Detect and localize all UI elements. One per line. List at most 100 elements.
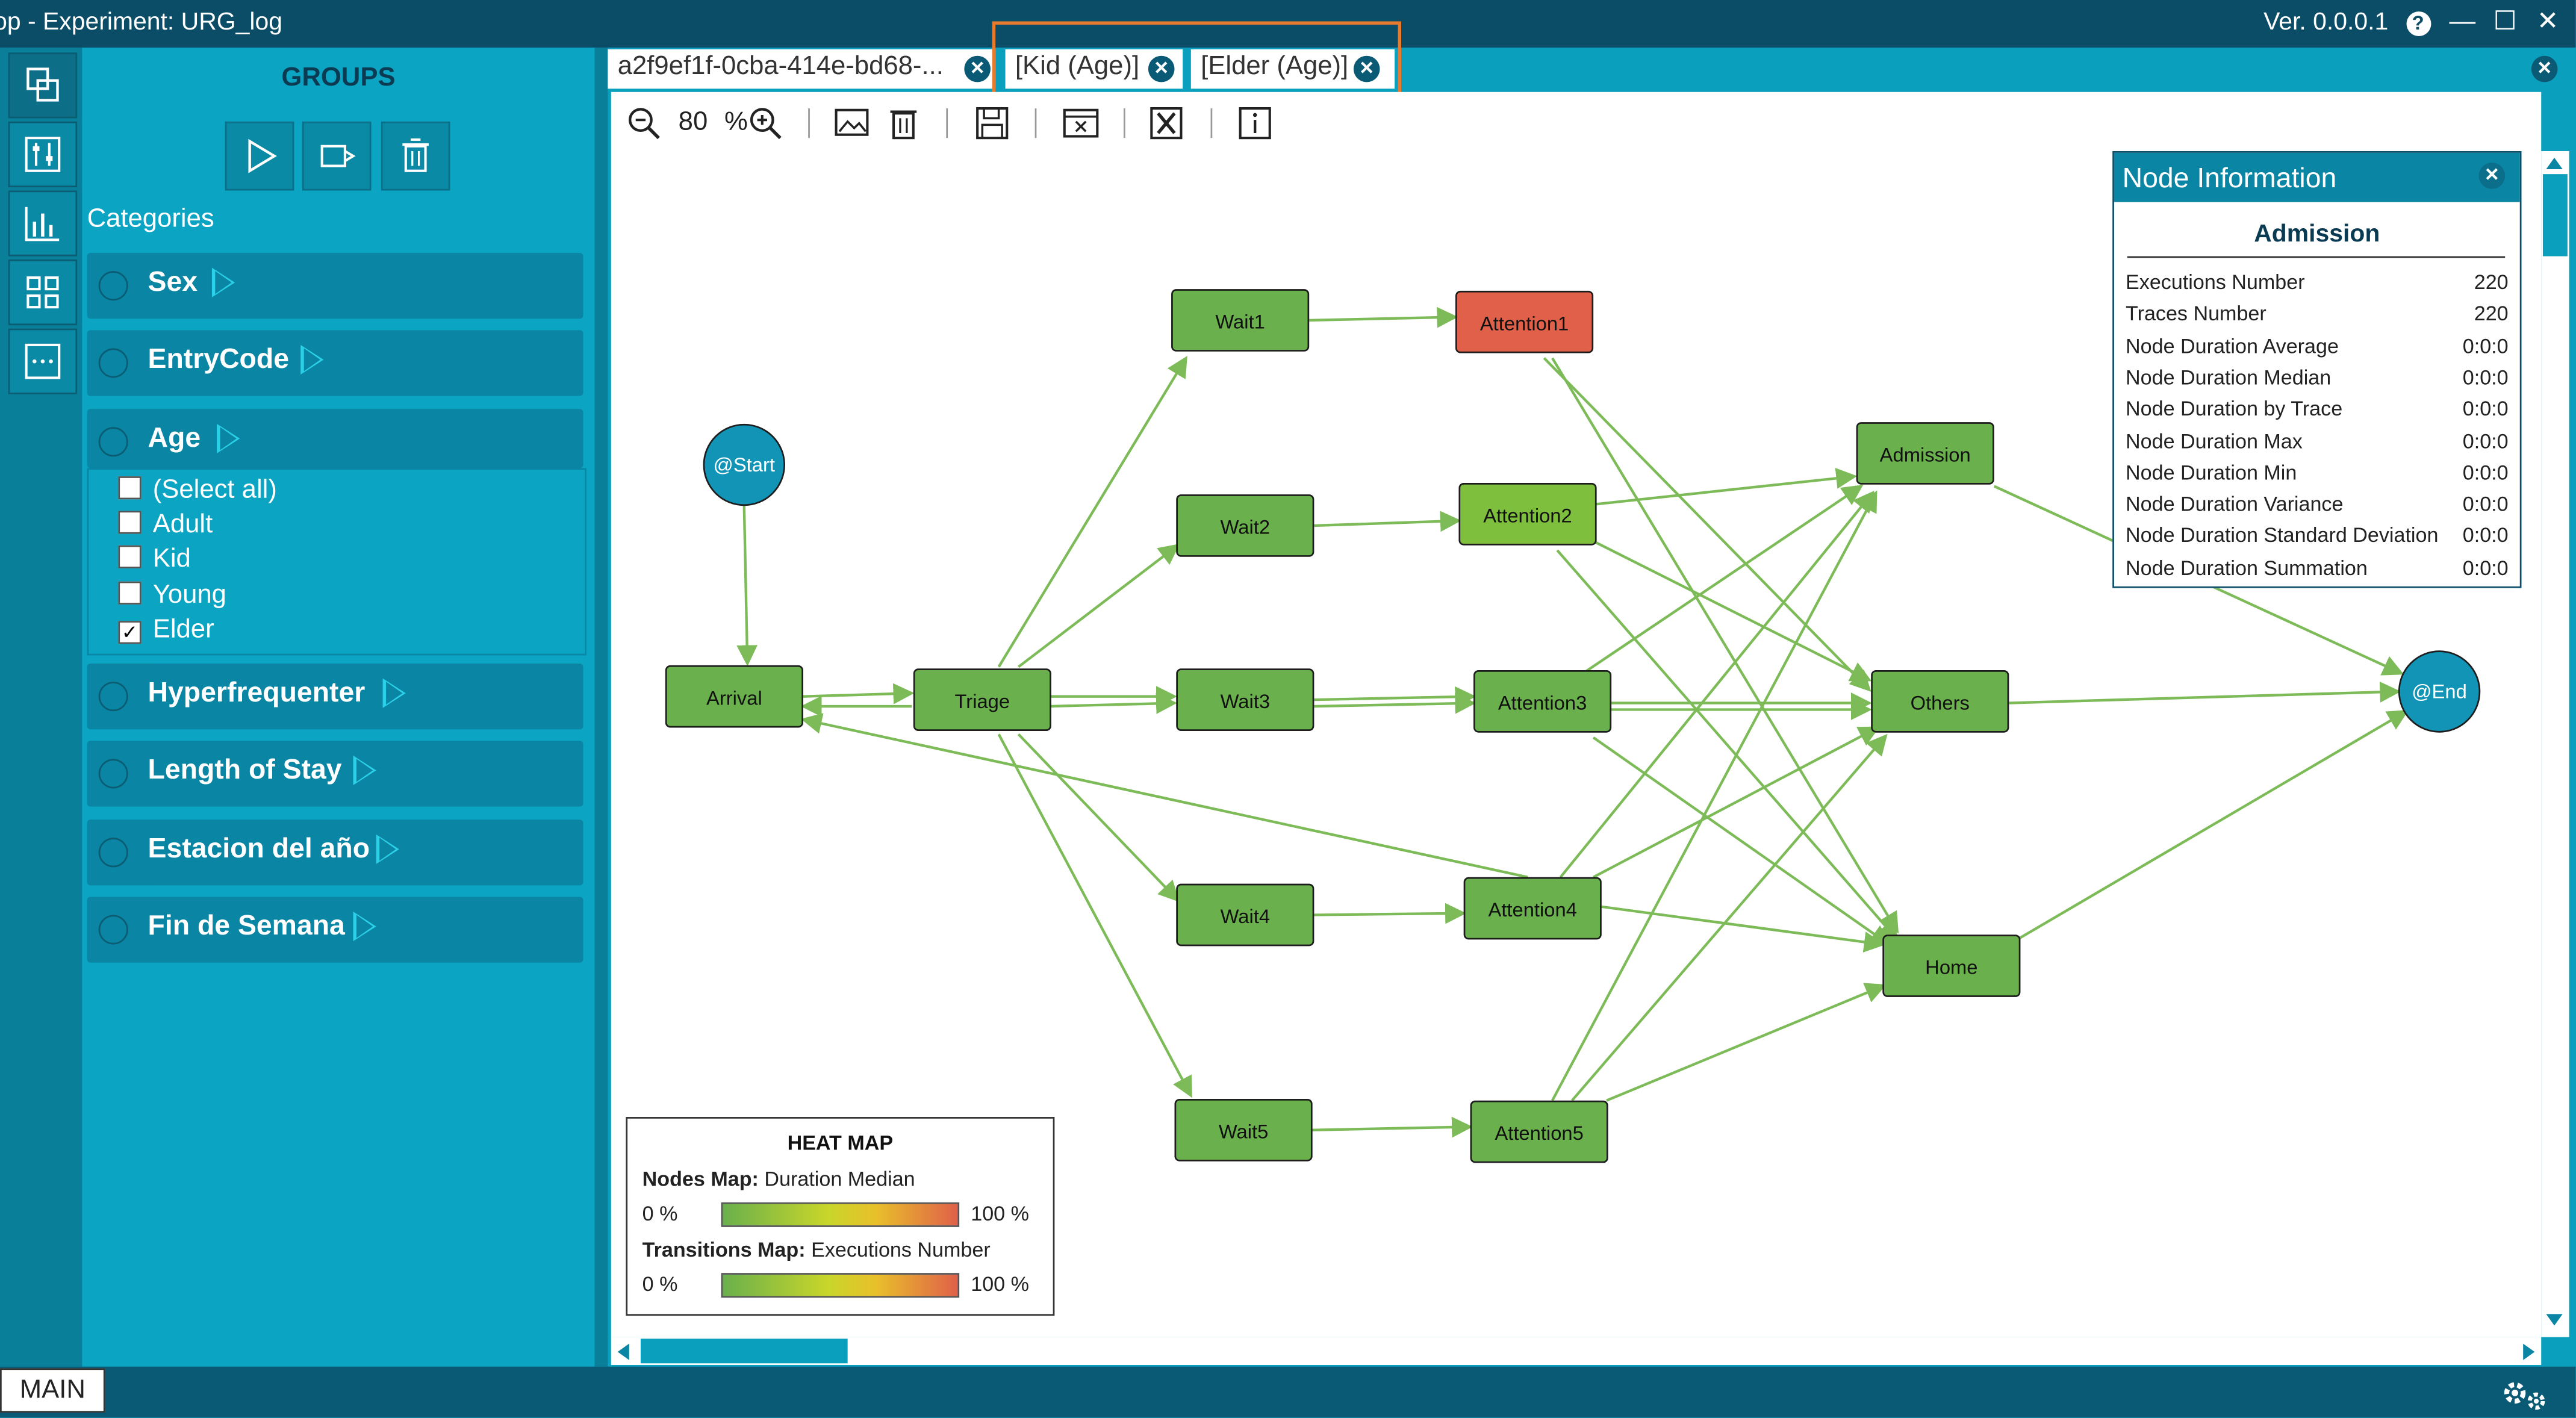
- close-tab-icon[interactable]: ✕: [1353, 55, 1380, 82]
- edge: [803, 683, 915, 704]
- node-attention4[interactable]: Attention4: [1463, 877, 1602, 940]
- edge: [997, 733, 1192, 1098]
- node-attention1[interactable]: Attention1: [1455, 290, 1594, 353]
- zoom-out-button[interactable]: [626, 105, 662, 150]
- main-button[interactable]: MAIN: [0, 1368, 105, 1413]
- vertical-scrollbar[interactable]: [2541, 151, 2569, 1337]
- checkbox[interactable]: [118, 581, 142, 605]
- node-arrival[interactable]: Arrival: [665, 665, 803, 728]
- node-attention2[interactable]: Attention2: [1458, 483, 1597, 546]
- play-arrow-icon[interactable]: [353, 912, 376, 942]
- settings-gears-icon[interactable]: [2497, 1372, 2556, 1414]
- category-sex[interactable]: Sex: [87, 253, 583, 319]
- play-arrow-icon[interactable]: [211, 267, 235, 297]
- checkbox[interactable]: [118, 511, 142, 534]
- edge: [1571, 733, 1888, 1102]
- zoom-in-button[interactable]: [747, 105, 783, 150]
- checkbox[interactable]: [118, 545, 142, 568]
- filters-view-button[interactable]: [8, 121, 78, 187]
- close-panel-icon[interactable]: ✕: [2478, 163, 2506, 189]
- minimize-button[interactable]: —: [2449, 8, 2476, 37]
- info-row-value: 0:0:0: [2462, 524, 2509, 548]
- tab-experiment[interactable]: a2f9ef1f-0cba-414e-bd68-... ✕: [608, 49, 996, 89]
- save-button[interactable]: [975, 107, 1009, 148]
- horizontal-scrollbar[interactable]: [611, 1337, 2542, 1365]
- horizontal-scroll-thumb[interactable]: [640, 1339, 848, 1364]
- category-age[interactable]: Age: [87, 409, 583, 468]
- node-home[interactable]: Home: [1882, 934, 2021, 997]
- checkbox[interactable]: [118, 476, 142, 500]
- category-entrycode[interactable]: EntryCode: [87, 330, 583, 396]
- chevron-down-icon[interactable]: [98, 915, 128, 945]
- chevron-down-icon[interactable]: [98, 348, 128, 378]
- clear-selection-button[interactable]: [1063, 107, 1099, 148]
- export-button[interactable]: [302, 121, 372, 191]
- option-elder[interactable]: ✓Elder: [118, 616, 214, 649]
- node-attention5[interactable]: Attention5: [1470, 1100, 1608, 1163]
- node-others[interactable]: Others: [1871, 670, 2009, 733]
- dashboard-view-button[interactable]: [8, 260, 78, 326]
- maximize-button[interactable]: ☐: [2493, 8, 2517, 37]
- tab-kid-age[interactable]: [Kid (Age)] ✕: [1005, 49, 1183, 89]
- chevron-up-icon[interactable]: [98, 427, 128, 457]
- run-button[interactable]: [225, 121, 294, 191]
- panel-splitter[interactable]: [594, 48, 608, 1367]
- zoom-value[interactable]: 80: [678, 108, 708, 137]
- scroll-down-icon[interactable]: [2546, 1314, 2563, 1326]
- option-select-all[interactable]: (Select all): [118, 476, 277, 509]
- chevron-down-icon[interactable]: [98, 682, 128, 712]
- tab-strip: a2f9ef1f-0cba-414e-bd68-... ✕ [Kid (Age)…: [608, 48, 2576, 92]
- node-start[interactable]: @Start: [703, 423, 785, 506]
- node-end[interactable]: @End: [2398, 650, 2481, 733]
- remove-filter-button[interactable]: [1150, 107, 1183, 148]
- node-attention3[interactable]: Attention3: [1473, 670, 1612, 733]
- category-fin-de-semana[interactable]: Fin de Semana: [87, 897, 583, 963]
- close-tab-icon[interactable]: ✕: [1148, 55, 1175, 82]
- export-image-button[interactable]: [835, 107, 871, 148]
- category-length-of-stay[interactable]: Length of Stay: [87, 741, 583, 807]
- scroll-up-icon[interactable]: [2546, 157, 2563, 169]
- vertical-scroll-thumb[interactable]: [2542, 174, 2568, 257]
- chevron-down-icon[interactable]: [98, 838, 128, 868]
- option-adult[interactable]: Adult: [118, 511, 213, 544]
- nodes-max: 100 %: [971, 1202, 1029, 1226]
- node-wait3[interactable]: Wait3: [1176, 668, 1314, 731]
- play-arrow-icon[interactable]: [382, 678, 406, 708]
- chevron-down-icon[interactable]: [98, 759, 128, 789]
- delete-group-button[interactable]: [381, 121, 450, 191]
- edge: [736, 506, 758, 667]
- node-wait2[interactable]: Wait2: [1176, 494, 1314, 557]
- node-wait1[interactable]: Wait1: [1171, 289, 1310, 352]
- play-icon: [248, 138, 277, 173]
- option-young[interactable]: Young: [118, 581, 226, 615]
- category-hyperfrequenter[interactable]: Hyperfrequenter: [87, 664, 583, 730]
- close-all-tabs-icon[interactable]: ✕: [2531, 55, 2558, 82]
- groups-view-button[interactable]: [8, 52, 78, 119]
- play-arrow-icon[interactable]: [376, 834, 399, 864]
- play-arrow-icon[interactable]: [353, 755, 376, 785]
- scroll-left-icon[interactable]: [617, 1343, 629, 1360]
- chevron-down-icon[interactable]: [98, 271, 128, 301]
- tab-elder-age[interactable]: [Elder (Age)] ✕: [1190, 49, 1395, 89]
- statistics-view-button[interactable]: [8, 190, 78, 257]
- close-tab-icon[interactable]: ✕: [964, 55, 991, 82]
- category-estacion[interactable]: Estacion del año: [87, 819, 583, 886]
- groups-title: GROUPS: [281, 64, 396, 92]
- play-arrow-icon[interactable]: [217, 423, 240, 453]
- info-button[interactable]: [1239, 107, 1272, 148]
- help-icon[interactable]: ?: [2400, 5, 2436, 41]
- checkbox-checked[interactable]: ✓: [118, 621, 142, 644]
- node-admission[interactable]: Admission: [1856, 422, 1994, 485]
- option-kid[interactable]: Kid: [118, 545, 191, 579]
- scroll-right-icon[interactable]: [2523, 1343, 2535, 1360]
- node-wait5[interactable]: Wait5: [1174, 1099, 1313, 1161]
- more-view-button[interactable]: [8, 328, 78, 394]
- delete-button[interactable]: [889, 105, 918, 150]
- node-wait4[interactable]: Wait4: [1176, 883, 1314, 947]
- play-arrow-icon[interactable]: [300, 344, 324, 375]
- edge: [1592, 736, 1891, 947]
- node-triage[interactable]: Triage: [913, 668, 1051, 731]
- close-window-button[interactable]: ✕: [2536, 8, 2559, 37]
